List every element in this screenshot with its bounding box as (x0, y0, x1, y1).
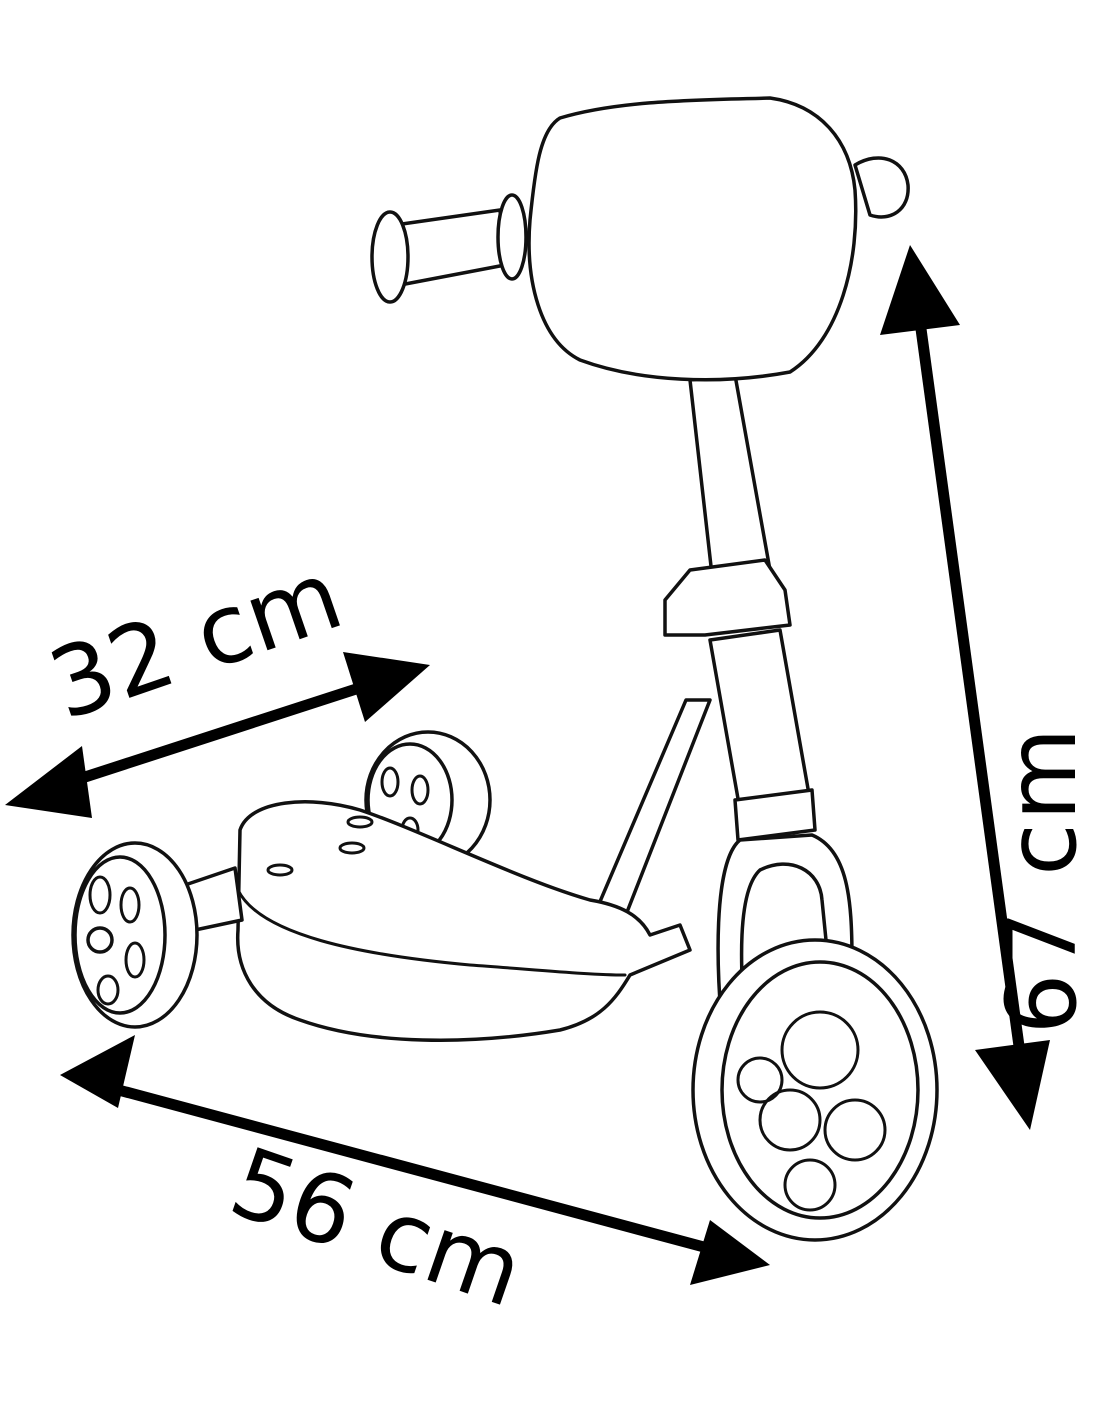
width-label: 32 cm (36, 539, 355, 742)
height-arrow (880, 245, 1050, 1130)
length-arrow (60, 1035, 770, 1285)
steering-column (588, 373, 817, 932)
front-wheel (691, 938, 939, 1242)
width-arrow (5, 652, 430, 818)
handlebar (370, 96, 910, 382)
height-label: 67 cm (986, 726, 1098, 1035)
rear-left-wheel (71, 841, 199, 1029)
deck (183, 800, 692, 1042)
